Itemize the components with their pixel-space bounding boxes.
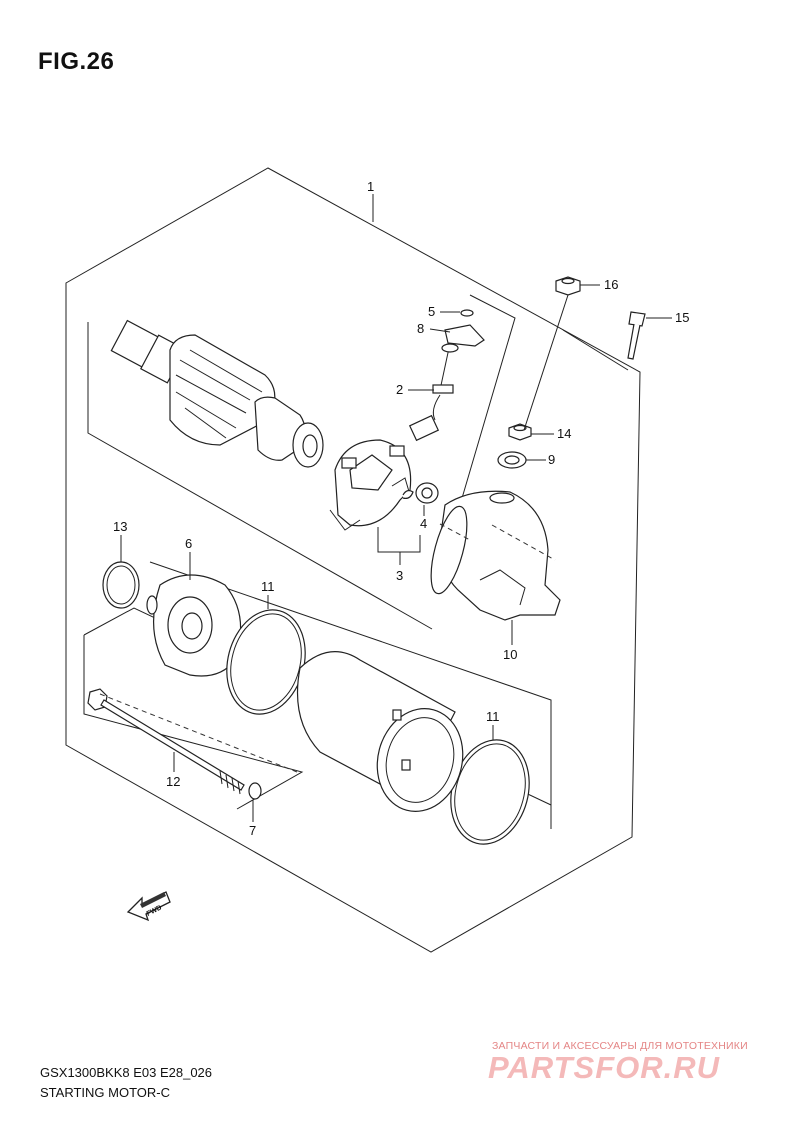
oil-seal-part — [497, 451, 527, 469]
callout-7: 7 — [249, 823, 256, 838]
bearing-part — [402, 482, 439, 504]
mount-line — [562, 329, 629, 371]
fwd-arrow-icon: FWD — [126, 891, 171, 922]
washer-part-7 — [248, 782, 262, 800]
figure-title: FIG.26 — [38, 48, 115, 75]
align-line-b — [491, 524, 556, 561]
bracket-region-line — [459, 294, 516, 506]
armature-part — [110, 319, 324, 468]
washer-part-5 — [460, 309, 474, 317]
callout-5: 5 — [428, 304, 435, 319]
callout-13: 13 — [113, 519, 127, 534]
watermark-brand: PARTSFOR.RU — [488, 1050, 721, 1085]
leader-3 — [377, 527, 421, 553]
bolt-part-15 — [627, 311, 646, 360]
model-code: GSX1300BKK8 E03 E28_026 — [40, 1065, 213, 1080]
section-name: STARTING MOTOR-C — [40, 1085, 170, 1100]
nut-part-14 — [508, 423, 532, 441]
inner-boundary-bolt — [83, 635, 304, 810]
leader-16b — [523, 294, 569, 431]
align-line-a — [439, 523, 471, 541]
callout-9: 9 — [548, 452, 555, 467]
callout-6: 6 — [185, 536, 192, 551]
brush-holder-part — [329, 439, 412, 531]
inner-boundary-upper — [87, 322, 433, 630]
inner-boundary-right — [149, 561, 552, 805]
callout-11b: 11 — [486, 709, 500, 724]
callout-12: 12 — [166, 774, 180, 789]
brush-screw-part — [408, 343, 459, 442]
callout-8: 8 — [417, 321, 424, 336]
through-bolt-part — [87, 688, 245, 795]
yoke-part — [296, 651, 464, 812]
leader-8 — [429, 328, 451, 333]
watermark-tagline: ЗАПЧАСТИ И АКСЕССУАРЫ ДЛЯ МОТОТЕХНИКИ — [492, 1040, 748, 1052]
plate-part-8 — [444, 324, 485, 347]
callout-14: 14 — [557, 426, 571, 441]
rear-housing-part — [430, 490, 561, 621]
callout-3: 3 — [396, 568, 403, 583]
callout-10: 10 — [503, 647, 517, 662]
o-ring-part-13 — [102, 561, 140, 609]
callout-4: 4 — [420, 516, 427, 531]
callout-1: 1 — [367, 179, 374, 194]
callout-2: 2 — [396, 382, 403, 397]
callout-16: 16 — [604, 277, 618, 292]
callout-15: 15 — [675, 310, 689, 325]
nut-part-16 — [555, 276, 581, 296]
callout-11a: 11 — [261, 579, 275, 594]
front-cover-part — [146, 574, 242, 677]
assembly-frame — [65, 167, 641, 953]
